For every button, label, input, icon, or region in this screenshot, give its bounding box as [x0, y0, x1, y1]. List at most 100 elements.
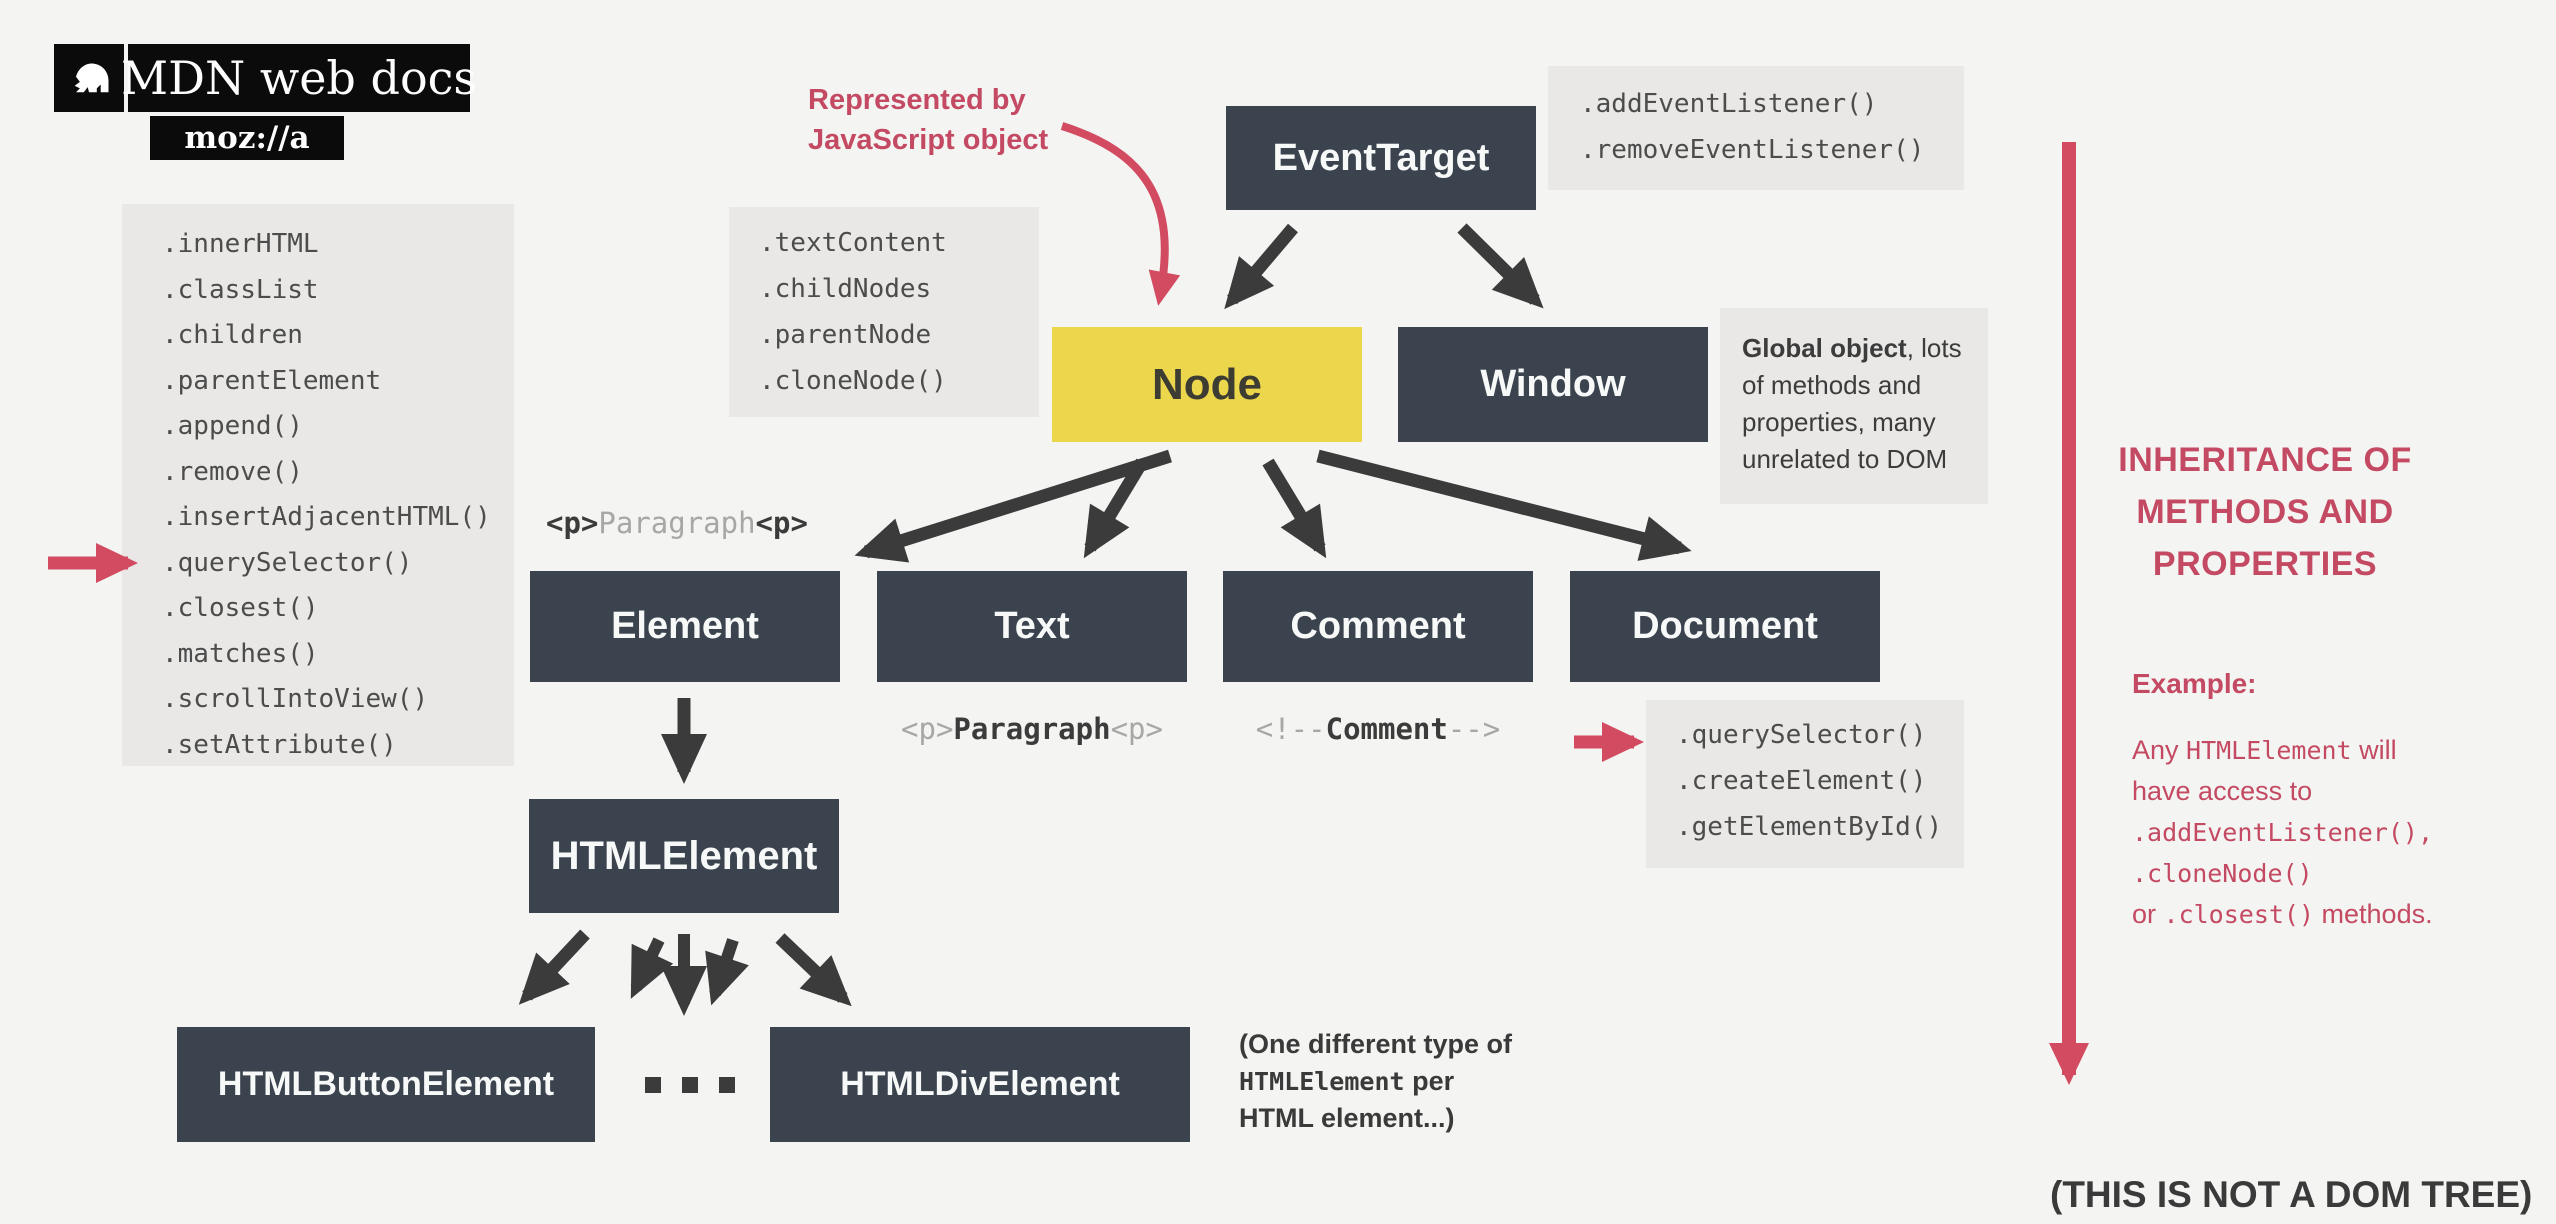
code-property: .addEventListener(): [1580, 89, 1878, 119]
text-segment: .cloneNode(): [2132, 859, 2313, 888]
global-note-line: properties, many: [1742, 404, 1988, 441]
example-line: .addEventListener(),: [2132, 812, 2433, 853]
eventtarget-methods-panel: .addEventListener() .removeEventListener(…: [1548, 66, 1964, 190]
text-segment: <p>: [546, 506, 599, 540]
code-property: .matches(): [162, 638, 319, 669]
text-segment: .closest(): [2163, 900, 2315, 929]
one-different-line: (One different type of: [1239, 1026, 1512, 1063]
mdn-logo-icon: [54, 44, 124, 112]
text-segment: methods.: [2314, 899, 2433, 929]
eventtarget-box: EventTarget: [1226, 106, 1536, 210]
code-property: .createElement(): [1676, 766, 1927, 796]
arrow-htmlelement-fan-5: [775, 933, 852, 1007]
paragraph-markup-label-element: <p>Paragraph<p>: [546, 506, 808, 540]
htmlbuttonelement-box: HTMLButtonElement: [177, 1027, 595, 1142]
code-property: .classList: [162, 274, 319, 305]
mdn-logo-title: MDN web docs: [121, 44, 477, 112]
code-property: .closest(): [162, 593, 319, 623]
represented-line1: Represented by: [808, 84, 1026, 116]
represented-line2: JavaScript object: [808, 124, 1049, 156]
text-segment: have access to: [2132, 776, 2313, 806]
text-segment: Global object: [1742, 333, 1907, 363]
code-property: .innerHTML: [162, 229, 319, 259]
text-segment: HTMLElement: [1239, 1067, 1405, 1096]
not-a-dom-tree-note: (THIS IS NOT A DOM TREE): [2050, 1174, 2533, 1215]
text-segment: properties, many: [1742, 407, 1936, 437]
paragraph-markup-label-text: <p>Paragraph<p>: [877, 712, 1187, 746]
code-property: .childNodes: [759, 274, 932, 304]
one-different-line: HTMLElement per: [1239, 1063, 1512, 1100]
inheritance-line: PROPERTIES: [2152, 545, 2378, 583]
htmlelement-box: HTMLElement: [529, 799, 839, 913]
code-property: .scrollIntoView(): [162, 684, 429, 714]
arrow-represented-to-node: [1060, 122, 1181, 306]
one-different-line: HTML element...): [1239, 1100, 1512, 1137]
text-segment: HTMLElement: [2186, 736, 2352, 765]
element-box: Element: [530, 571, 840, 682]
arrow-eventtarget-to-node: [1224, 223, 1298, 310]
document-methods-panel: .querySelector() .createElement() .getElem…: [1646, 700, 1964, 868]
arrow-node-to-comment: [1262, 458, 1327, 559]
code-property: .append(): [162, 411, 303, 441]
text-segment: Any: [2132, 735, 2187, 765]
code-property: .parentNode: [759, 320, 932, 350]
code-property: .removeEventListener(): [1580, 135, 1925, 165]
code-property: .insertAdjacentHTML(): [162, 502, 491, 532]
inheritance-line: INHERITANCE OF: [2118, 441, 2412, 479]
example-line: .cloneNode(): [2132, 853, 2433, 894]
element-properties-panel: .innerHTML .classList .children .parentElem…: [122, 204, 514, 766]
text-segment: HTML element...): [1239, 1103, 1455, 1133]
code-property: .remove(): [162, 456, 303, 487]
dino-head-icon: [74, 63, 109, 93]
text-segment: of methods and: [1742, 370, 1922, 400]
text-segment: or: [2132, 899, 2164, 929]
code-property: .children: [162, 320, 303, 350]
text-segment: <p>: [755, 506, 808, 540]
code-property: .querySelector(): [162, 547, 413, 578]
text-segment: (One different type of: [1239, 1029, 1513, 1059]
example-text: Any HTMLElement will have access to .add…: [2132, 730, 2433, 935]
text-segment: <!--: [1255, 712, 1326, 746]
represented-by-note: Represented by JavaScript object: [808, 80, 1048, 160]
text-segment: unrelated to DOM: [1742, 444, 1948, 474]
text-box: Text: [877, 571, 1187, 682]
arrow-node-to-text: [1083, 458, 1148, 559]
one-different-type-note: (One different type of HTMLElement per H…: [1239, 1026, 1512, 1137]
code-property: .getElementById(): [1676, 812, 1943, 842]
global-note-line: Global object, lots: [1742, 330, 1988, 367]
text-segment: .addEventListener(),: [2132, 818, 2434, 847]
example-line: or .closest() methods.: [2132, 894, 2433, 935]
inheritance-line: METHODS AND: [2136, 493, 2394, 531]
mozilla-wordmark: moz://a: [150, 116, 344, 160]
code-property: .textContent: [759, 228, 947, 258]
node-box: Node: [1052, 327, 1362, 442]
text-segment: <p>: [901, 712, 954, 746]
code-property: .parentElement: [162, 365, 382, 396]
comment-markup-label: <!--Comment-->: [1223, 712, 1533, 746]
arrow-eventtarget-to-window: [1457, 223, 1544, 309]
example-line: Any HTMLElement will: [2132, 730, 2433, 771]
text-segment: <p>: [1110, 712, 1163, 746]
node-properties-panel: .textContent.childNodes.parentNode.clone…: [729, 207, 1039, 417]
example-heading: Example:: [2132, 668, 2257, 699]
text-segment: Paragraph: [598, 506, 756, 540]
code-property: .querySelector(): [1676, 720, 1927, 750]
text-segment: per: [1404, 1066, 1455, 1096]
text-segment: will: [2351, 735, 2397, 765]
text-segment: -->: [1447, 712, 1501, 746]
arrow-htmlelement-fan-2: [630, 937, 674, 999]
text-segment: Comment: [1325, 712, 1448, 746]
comment-box: Comment: [1223, 571, 1533, 682]
htmldivelement-box: HTMLDivElement: [770, 1027, 1190, 1142]
arrow-htmlelement-fan-4: [705, 938, 749, 1006]
arrow-node-to-element: [854, 449, 1172, 563]
text-segment: , lots: [1906, 333, 1962, 363]
code-property: .setAttribute(): [162, 729, 397, 760]
arrow-node-to-document: [1316, 449, 1692, 561]
ellipsis-icon: [645, 1077, 735, 1093]
global-note-line: of methods and: [1742, 367, 1988, 404]
window-box: Window: [1398, 327, 1708, 442]
example-line: have access to: [2132, 771, 2433, 812]
global-object-note: Global object, lots of methods and prope…: [1720, 308, 1988, 504]
